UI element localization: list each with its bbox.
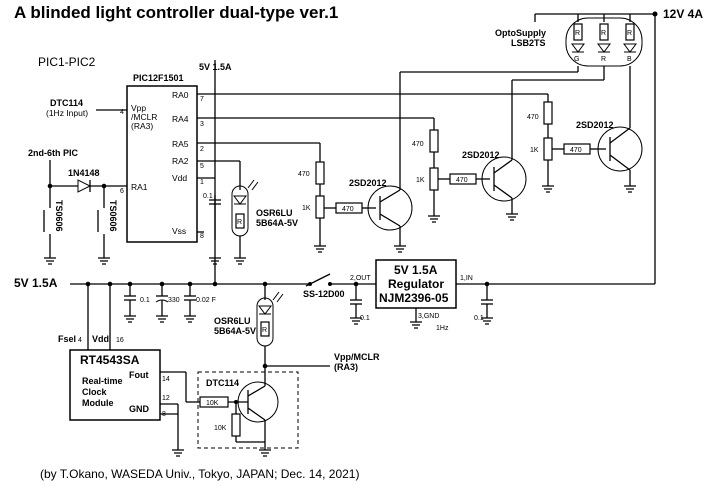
svg-text:Real-time: Real-time [82,376,123,386]
svg-text:RA5: RA5 [172,139,189,149]
svg-text:RA0: RA0 [172,90,189,100]
dtc-input-name: DTC114 [50,98,83,108]
svg-text:1,IN: 1,IN [460,275,473,282]
opto-part: LSB2TS [511,38,546,48]
svg-text:1K: 1K [530,147,539,154]
svg-text:GND: GND [129,404,150,414]
svg-text:2: 2 [200,146,204,153]
dtc-input-note: (1Hz Input) [46,108,88,118]
pic-chip: PIC12F1501 RA0 RA4 RA5 RA2 Vdd Vss Vpp /… [120,73,204,243]
svg-text:B: B [627,56,632,63]
svg-text:470: 470 [298,171,310,178]
svg-text:470: 470 [570,147,582,154]
switch-b-label: TS0606 [108,200,118,232]
svg-text:470: 470 [456,177,468,184]
opto-name: OptoSupply [495,28,546,38]
svg-text:Regulator: Regulator [388,277,444,291]
vpp-out-label-1: Vpp/MCLR [334,352,380,362]
svg-text:3: 3 [200,121,204,128]
svg-text:2,OUT: 2,OUT [350,275,371,282]
svg-text:NJM2396-05: NJM2396-05 [379,291,449,305]
reg-cap-out: 0.1 [360,315,370,322]
svg-text:7: 7 [200,96,204,103]
svg-text:R: R [575,30,580,37]
svg-text:10K: 10K [214,425,227,432]
svg-text:5V 1.5A: 5V 1.5A [394,263,438,277]
svg-text:RA4: RA4 [172,114,189,124]
svg-text:Vss: Vss [172,226,186,236]
svg-text:R: R [601,30,606,37]
diagram-title: A blinded light controller dual-type ver… [14,3,338,22]
svg-text:1: 1 [200,179,204,186]
switch-a-label: TS0606 [54,200,64,232]
svg-text:R: R [627,30,632,37]
svg-text:RA2: RA2 [172,156,189,166]
led-bottom-part: 5B64A-5V [214,326,256,336]
rtc-fsel: Fsel [58,334,76,344]
svg-text:3,GND: 3,GND [418,313,439,320]
svg-text:RT4543SA: RT4543SA [80,353,140,367]
svg-text:R: R [262,327,267,334]
svg-text:Module: Module [82,398,114,408]
ch3-transistor: 2SD2012 [576,120,614,130]
pic-name: PIC12F1501 [133,73,184,83]
diagram-subtitle: PIC1-PIC2 [38,55,96,69]
bus-cap-2: 330 [168,297,180,304]
svg-text:4: 4 [120,109,124,116]
svg-text:470: 470 [527,114,539,121]
svg-text:16: 16 [116,337,124,344]
diode-label: 1N4148 [68,168,100,178]
bus-cap-3: 0.02 F [196,297,216,304]
main-switch-label: SS-12D00 [303,289,345,299]
ch1-transistor: 2SD2012 [349,178,387,188]
svg-text:470: 470 [342,206,354,213]
svg-text:R: R [237,219,242,226]
svg-text:10K: 10K [206,400,219,407]
svg-text:4: 4 [78,337,82,344]
pic-cap-label: 0.1 [203,193,213,200]
svg-text:Vpp: Vpp [131,103,146,113]
svg-text:G: G [574,56,579,63]
rail-12v-label: 12V 4A [663,7,703,21]
svg-text:5: 5 [200,163,204,170]
rgb-led-module: R R R G R B [565,17,643,67]
svg-text:6: 6 [120,188,124,195]
pic-chain-label: 2nd-6th PIC [28,148,79,158]
svg-text:(RA3): (RA3) [131,121,153,131]
led-top-part: 5B64A-5V [256,218,298,228]
main-rail-label: 5V 1.5A [14,276,58,290]
freq-label: 1Hz [436,325,449,332]
svg-text:R: R [601,56,606,63]
svg-text:RA1: RA1 [131,182,148,192]
ch2-transistor: 2SD2012 [462,150,500,160]
bus-cap-1: 0.1 [140,297,150,304]
rtc-module: RT4543SA Real-time Clock Module Fout GND [69,349,161,421]
dtc-out-box [197,371,299,449]
footer-credit: (by T.Okano, WASEDA Univ., Tokyo, JAPAN;… [40,467,359,481]
svg-text:8: 8 [200,233,204,240]
led-bottom-name: OSR6LU [214,316,251,326]
svg-text:1K: 1K [302,205,311,212]
regulator: 5V 1.5A Regulator NJM2396-05 2,OUT 1,IN … [350,259,473,320]
svg-text:12: 12 [162,395,170,402]
svg-text:Clock: Clock [82,387,108,397]
led-bottom: R [256,291,284,347]
reg-cap-in: 0.1 [474,315,484,322]
svg-text:Vdd: Vdd [172,173,187,183]
vpp-out-label-2: (RA3) [334,362,358,372]
svg-text:14: 14 [162,376,170,383]
svg-text:1K: 1K [416,177,425,184]
dtc-out-name: DTC114 [206,378,239,388]
rtc-vdd: Vdd [92,334,109,344]
svg-text:Fout: Fout [129,370,149,380]
led-top: R [231,179,259,237]
svg-text:/MCLR: /MCLR [131,112,157,122]
led-top-name: OSR6LU [256,208,293,218]
svg-text:470: 470 [412,141,424,148]
